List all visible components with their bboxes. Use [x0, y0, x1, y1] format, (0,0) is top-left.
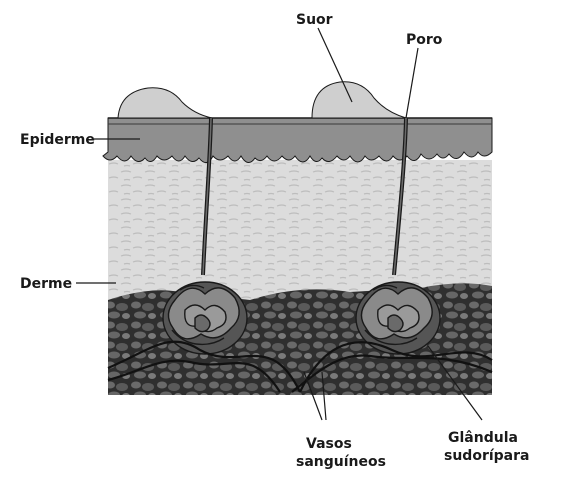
- label-glandula-line2: sudorípara: [444, 448, 529, 464]
- label-suor: Suor: [296, 12, 333, 28]
- dermis-layer: [108, 160, 492, 300]
- label-vasos-line1: Vasos: [306, 436, 352, 452]
- sweat-drop-left: [118, 88, 212, 118]
- epidermis-layer: [103, 118, 492, 163]
- sweat-drop-right: [312, 82, 406, 118]
- label-derme: Derme: [20, 276, 72, 292]
- sweat-gland-left: [163, 282, 247, 354]
- label-epiderme: Epiderme: [20, 132, 95, 148]
- label-vasos-line2: sanguíneos: [296, 454, 386, 470]
- label-poro: Poro: [406, 32, 443, 48]
- label-glandula-line1: Glândula: [448, 430, 518, 446]
